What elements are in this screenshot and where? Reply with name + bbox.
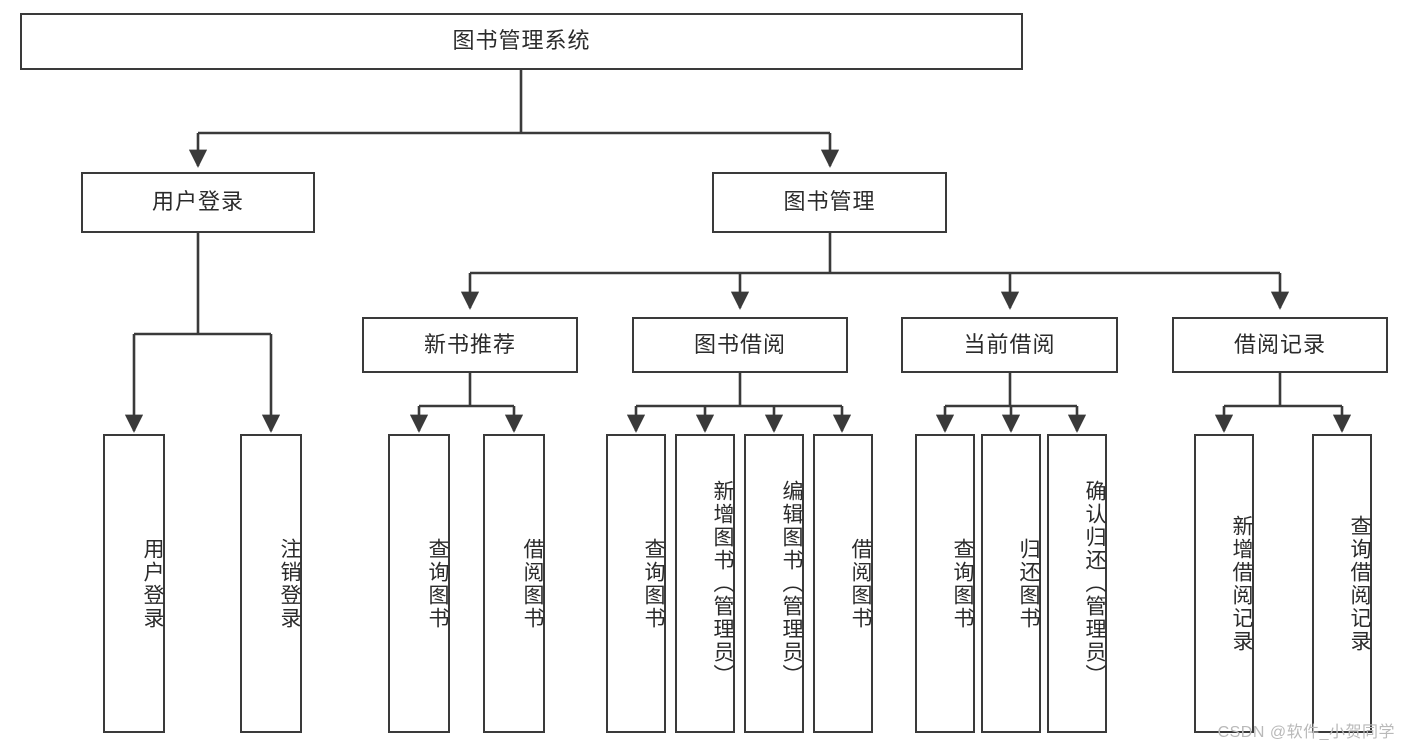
node-leaf-borrow-add-label: 新增图书（管理员） bbox=[711, 480, 734, 687]
node-new-book-rec[interactable]: 新书推荐 bbox=[362, 317, 578, 373]
node-leaf-cur-confirm-label: 确认归还（管理员） bbox=[1083, 480, 1106, 687]
node-leaf-borrow-edit-label: 编辑图书（管理员） bbox=[780, 480, 803, 687]
node-root-label: 图书管理系统 bbox=[452, 28, 591, 54]
node-new-book-rec-label: 新书推荐 bbox=[423, 331, 516, 357]
node-user-login[interactable]: 用户登录 bbox=[81, 172, 315, 233]
node-root[interactable]: 图书管理系统 bbox=[20, 13, 1023, 70]
node-leaf-rec-search[interactable]: 查询借阅记录 bbox=[1312, 434, 1372, 733]
node-current-borrow-label: 当前借阅 bbox=[963, 331, 1056, 357]
node-leaf-rec-borrow-label: 借阅图书 bbox=[521, 537, 544, 630]
node-book-manage[interactable]: 图书管理 bbox=[712, 172, 947, 233]
node-leaf-user-logout-label: 注销登录 bbox=[278, 537, 301, 630]
node-leaf-borrow-lend[interactable]: 借阅图书 bbox=[813, 434, 873, 733]
node-leaf-borrow-edit[interactable]: 编辑图书（管理员） bbox=[744, 434, 804, 733]
csdn-watermark: CSDN @软件_小贺同学 bbox=[1217, 724, 1395, 741]
node-leaf-cur-query[interactable]: 查询图书 bbox=[915, 434, 975, 733]
node-current-borrow[interactable]: 当前借阅 bbox=[901, 317, 1118, 373]
node-leaf-borrow-lend-label: 借阅图书 bbox=[849, 537, 872, 630]
node-borrow-record-label: 借阅记录 bbox=[1233, 331, 1326, 357]
node-leaf-rec-add-label: 新增借阅记录 bbox=[1230, 514, 1253, 653]
node-leaf-cur-return-label: 归还图书 bbox=[1017, 537, 1040, 630]
node-leaf-cur-return[interactable]: 归还图书 bbox=[981, 434, 1041, 733]
node-leaf-borrow-add[interactable]: 新增图书（管理员） bbox=[675, 434, 735, 733]
node-book-manage-label: 图书管理 bbox=[783, 189, 876, 215]
node-leaf-borrow-query-label: 查询图书 bbox=[642, 537, 665, 630]
node-leaf-cur-confirm[interactable]: 确认归还（管理员） bbox=[1047, 434, 1107, 733]
node-leaf-rec-search-label: 查询借阅记录 bbox=[1348, 514, 1371, 653]
node-leaf-rec-add[interactable]: 新增借阅记录 bbox=[1194, 434, 1254, 733]
node-leaf-user-login-label: 用户登录 bbox=[141, 537, 164, 630]
node-book-borrow-label: 图书借阅 bbox=[693, 331, 786, 357]
node-leaf-user-logout[interactable]: 注销登录 bbox=[240, 434, 302, 733]
node-borrow-record[interactable]: 借阅记录 bbox=[1172, 317, 1388, 373]
node-leaf-rec-query[interactable]: 查询图书 bbox=[388, 434, 450, 733]
node-user-login-label: 用户登录 bbox=[151, 189, 244, 215]
node-leaf-rec-query-label: 查询图书 bbox=[426, 537, 449, 630]
node-leaf-borrow-query[interactable]: 查询图书 bbox=[606, 434, 666, 733]
node-book-borrow[interactable]: 图书借阅 bbox=[632, 317, 848, 373]
node-leaf-rec-borrow[interactable]: 借阅图书 bbox=[483, 434, 545, 733]
node-leaf-cur-query-label: 查询图书 bbox=[951, 537, 974, 630]
node-leaf-user-login[interactable]: 用户登录 bbox=[103, 434, 165, 733]
